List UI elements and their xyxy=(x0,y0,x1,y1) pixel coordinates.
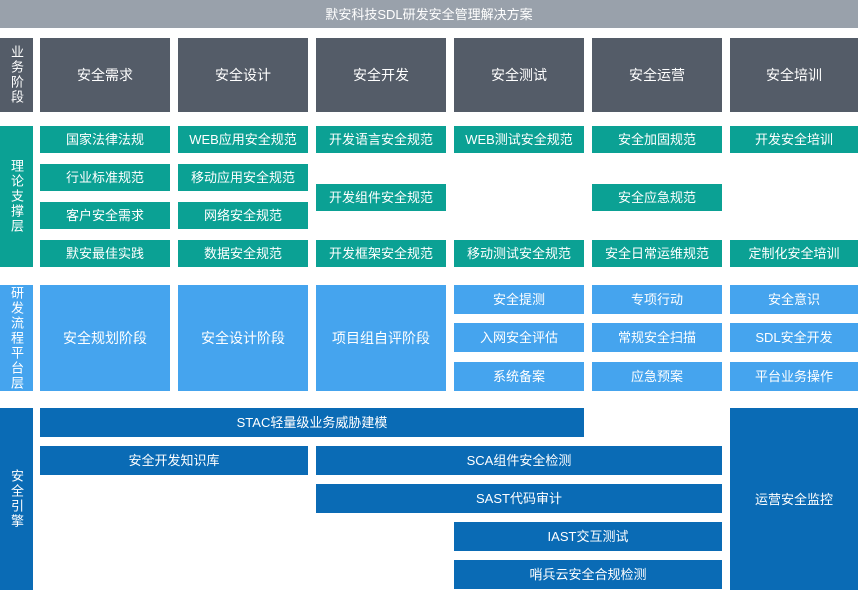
platform-box: 应急预案 xyxy=(592,362,722,391)
platform-box: SDL安全开发 xyxy=(730,323,858,352)
theory-box: 客户安全需求 xyxy=(40,202,170,229)
page-title: 默安科技SDL研发安全管理解决方案 xyxy=(325,6,533,22)
theory-box: 移动应用安全规范 xyxy=(178,164,308,191)
theory-box: 安全日常运维规范 xyxy=(592,240,722,267)
theory-box: 定制化安全培训 xyxy=(730,240,858,267)
platform-stage-design: 安全设计阶段 xyxy=(178,285,308,391)
platform-box: 系统备案 xyxy=(454,362,584,391)
theory-box: 数据安全规范 xyxy=(178,240,308,267)
platform-box: 安全提测 xyxy=(454,285,584,314)
theory-box: 开发安全培训 xyxy=(730,126,858,153)
engine-bar-sca: SCA组件安全检测 xyxy=(316,446,722,475)
phase-box-operations: 安全运营 xyxy=(592,38,722,112)
theory-box: 开发框架安全规范 xyxy=(316,240,446,267)
phase-box-testing: 安全测试 xyxy=(454,38,584,112)
section-label-security-engine: 安全引擎 xyxy=(0,408,33,590)
engine-bar-iast: IAST交互测试 xyxy=(454,522,722,551)
phase-box-training: 安全培训 xyxy=(730,38,858,112)
engine-bar-sast: SAST代码审计 xyxy=(316,484,722,513)
theory-box: 开发组件安全规范 xyxy=(316,184,446,211)
section-label-theory-layer: 理论支撑层 xyxy=(0,126,33,267)
theory-box: 安全加固规范 xyxy=(592,126,722,153)
platform-box: 入网安全评估 xyxy=(454,323,584,352)
platform-box: 常规安全扫描 xyxy=(592,323,722,352)
header-bar: 默安科技SDL研发安全管理解决方案 xyxy=(0,0,858,28)
engine-bar-stac-threat-modeling: STAC轻量级业务威胁建模 xyxy=(40,408,584,437)
engine-bar-sentinel-cloud: 哨兵云安全合规检测 xyxy=(454,560,722,589)
theory-box: 安全应急规范 xyxy=(592,184,722,211)
theory-box: 国家法律法规 xyxy=(40,126,170,153)
engine-bar-knowledge-base: 安全开发知识库 xyxy=(40,446,308,475)
theory-box: WEB测试安全规范 xyxy=(454,126,584,153)
section-label-platform-layer: 研发流程平台层 xyxy=(0,285,33,391)
theory-box: 默安最佳实践 xyxy=(40,240,170,267)
theory-box: 移动测试安全规范 xyxy=(454,240,584,267)
phase-box-development: 安全开发 xyxy=(316,38,446,112)
platform-stage-self-review: 项目组自评阶段 xyxy=(316,285,446,391)
phase-box-design: 安全设计 xyxy=(178,38,308,112)
theory-box: 网络安全规范 xyxy=(178,202,308,229)
platform-box: 平台业务操作 xyxy=(730,362,858,391)
theory-box: 行业标准规范 xyxy=(40,164,170,191)
platform-stage-planning: 安全规划阶段 xyxy=(40,285,170,391)
section-label-business-phase: 业务阶段 xyxy=(0,38,33,112)
theory-box: WEB应用安全规范 xyxy=(178,126,308,153)
platform-box: 专项行动 xyxy=(592,285,722,314)
platform-box: 安全意识 xyxy=(730,285,858,314)
theory-box: 开发语言安全规范 xyxy=(316,126,446,153)
phase-box-requirements: 安全需求 xyxy=(40,38,170,112)
engine-box-ops-monitoring: 运营安全监控 xyxy=(730,408,858,590)
